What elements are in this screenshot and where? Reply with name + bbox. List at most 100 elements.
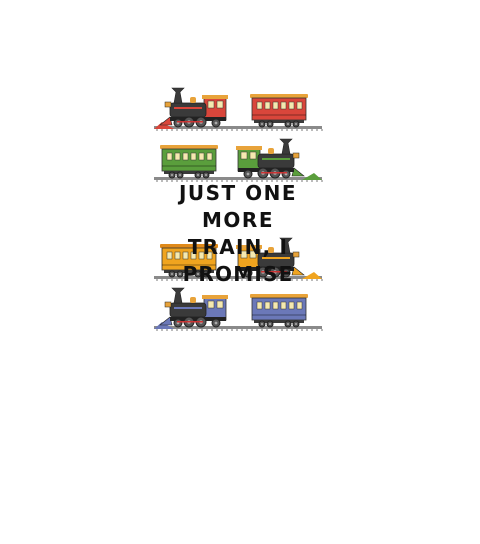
rail-tie [306, 279, 308, 281]
rail-tie [171, 129, 173, 131]
rail-tie [321, 329, 323, 331]
rail-tie [221, 329, 223, 331]
rail-tie [221, 180, 223, 182]
cab-window [216, 100, 224, 109]
wheel-hub [196, 272, 200, 276]
steam-dome [268, 148, 274, 154]
wheel-hub [196, 173, 200, 177]
rail-tie [236, 279, 238, 281]
wheel-hub [246, 271, 250, 275]
cab-window [240, 250, 248, 259]
rail-tie [316, 180, 318, 182]
rail-tie [156, 329, 158, 331]
wheel-hub [286, 122, 290, 126]
coach-window [256, 101, 263, 110]
rail-tie [241, 329, 243, 331]
rail-tie [181, 129, 183, 131]
coach-window [272, 101, 279, 110]
rail-tie [291, 180, 293, 182]
connecting-rod [177, 321, 203, 323]
coach-window [264, 301, 271, 310]
rail-tie [236, 329, 238, 331]
coach-roof [250, 294, 308, 298]
connecting-rod [261, 271, 287, 273]
rail-tie [271, 279, 273, 281]
rail-tie [216, 180, 218, 182]
cab-window [207, 100, 215, 109]
rail-tie [321, 129, 323, 131]
coach-window [264, 101, 271, 110]
cab-roof [202, 295, 228, 299]
rail-tie [321, 180, 323, 182]
rail-tie [181, 329, 183, 331]
coach-stripe [162, 165, 216, 167]
rail-tie [306, 180, 308, 182]
rail-tie [236, 129, 238, 131]
wheel-hub [260, 322, 264, 326]
slogan-line-2: TRAIN, I PROMISE [182, 235, 294, 286]
rail-tie [306, 329, 308, 331]
rail-tie [171, 279, 173, 281]
rail-tie [166, 129, 168, 131]
rail-tie [196, 279, 198, 281]
rail-tie [286, 329, 288, 331]
rail-tie [281, 279, 283, 281]
coach-frame [254, 320, 304, 323]
rail-tie [261, 180, 263, 182]
rail-tie [306, 129, 308, 131]
ground-accent [302, 272, 322, 279]
rail-tie [231, 180, 233, 182]
rail-tie [231, 329, 233, 331]
rail-tie [256, 329, 258, 331]
boiler [257, 153, 295, 169]
locomotive [236, 138, 305, 179]
wheel-hub [260, 122, 264, 126]
rail-tie [231, 129, 233, 131]
connecting-rod [261, 172, 287, 174]
rail-tie [261, 129, 263, 131]
rail [154, 276, 322, 279]
rail-tie [181, 279, 183, 281]
rail-tie [211, 180, 213, 182]
rail-tie [171, 180, 173, 182]
rail-tie [261, 329, 263, 331]
rail-tie [161, 279, 163, 281]
wheel-hub [268, 322, 272, 326]
rail-tie [281, 129, 283, 131]
rail-tie [186, 329, 188, 331]
rail-tie [276, 329, 278, 331]
rail-tie [281, 180, 283, 182]
coach-window [296, 101, 303, 110]
rail-tie [311, 329, 313, 331]
rail-tie [276, 129, 278, 131]
coach-window [256, 301, 263, 310]
rail-tie [261, 279, 263, 281]
rail-tie [266, 129, 268, 131]
rail-tie [176, 329, 178, 331]
rail-tie [221, 279, 223, 281]
rail-tie [296, 129, 298, 131]
smokestack [279, 138, 293, 155]
steam-dome [190, 297, 196, 303]
rail-tie [176, 180, 178, 182]
rail-tie [276, 279, 278, 281]
boiler-band [174, 307, 202, 309]
coach-window [280, 101, 287, 110]
cab-window [249, 250, 257, 259]
rail-tie [191, 129, 193, 131]
ground-accent [154, 122, 174, 129]
boiler-band [262, 158, 290, 160]
coach-roof [250, 94, 308, 98]
rail-tie [311, 180, 313, 182]
rail-tie [266, 180, 268, 182]
rail-tie [301, 180, 303, 182]
rail-tie [226, 129, 228, 131]
coach-window [288, 101, 295, 110]
rail-tie [156, 129, 158, 131]
rail-tie [316, 329, 318, 331]
rail-tie [216, 329, 218, 331]
rail-tie [161, 129, 163, 131]
rail-tie [251, 180, 253, 182]
